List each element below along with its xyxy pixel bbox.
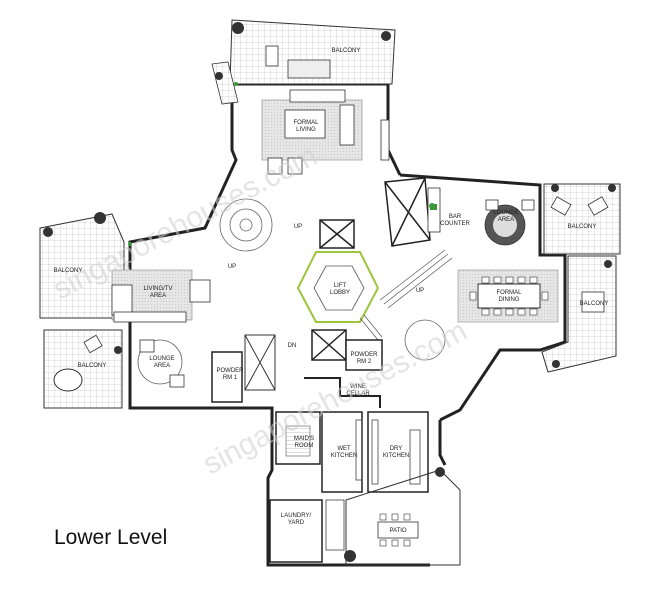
label-lounge-right-2: AREA — [498, 217, 514, 223]
lounge-area-left: LOUNGE AREA — [137, 339, 185, 388]
label-lift-lobby-1: LIFT — [334, 283, 347, 289]
label-bar-counter-2: COUNTER — [440, 221, 470, 227]
formal-dining: FORMAL DINING — [457, 269, 559, 323]
round-table-right — [404, 319, 446, 361]
label-lounge-left-2: AREA — [154, 363, 170, 369]
label-lounge-left-1: LOUNGE — [149, 356, 174, 362]
powder-room-2: POWDER RM 2 — [345, 339, 383, 371]
wine-cellar: WINE CELLAR — [304, 377, 381, 408]
label-formal-living-2: LIVING — [296, 127, 316, 133]
marker-up-2: UP — [228, 264, 236, 270]
balcony-right: BALCONY — [541, 255, 617, 373]
label-powder-2-2: RM 2 — [357, 359, 372, 365]
label-balcony-right: BALCONY — [580, 301, 609, 307]
powder-room-1: POWDER RM 1 — [211, 351, 245, 403]
label-living-tv-1: LIVING/TV — [143, 286, 172, 292]
label-living-tv-2: AREA — [150, 293, 166, 299]
label-patio: PATIO — [389, 528, 406, 534]
label-bar-counter-1: BAR — [449, 214, 462, 220]
label-balcony-bottom-left: BALCONY — [78, 363, 107, 369]
label-powder-1-1: POWDER — [217, 368, 245, 374]
lift-shaft-bottom — [311, 329, 347, 361]
balcony-left: BALCONY — [39, 212, 125, 319]
balcony-top: BALCONY — [211, 19, 396, 105]
staircase — [359, 249, 453, 341]
foyer-circle — [219, 198, 273, 252]
label-maids-room-2: ROOM — [295, 443, 314, 449]
laundry-yard: LAUNDRY/ YARD — [269, 499, 345, 563]
formal-living: FORMAL LIVING — [261, 89, 390, 175]
patio: PATIO — [344, 467, 461, 566]
bar-counter: BAR COUNTER — [427, 187, 470, 233]
living-tv-area: LIVING/TV AREA — [111, 269, 211, 323]
lift-lobby: LIFT LOBBY — [296, 251, 380, 323]
label-balcony-left: BALCONY — [54, 268, 83, 274]
label-balcony-top: BALCONY — [332, 48, 361, 54]
plants — [128, 82, 435, 246]
marker-up-3: UP — [416, 288, 424, 294]
label-formal-dining-2: DINING — [499, 297, 520, 303]
label-wine-cellar-1: WINE — [350, 384, 366, 390]
label-wet-kitchen-1: WET — [337, 446, 351, 452]
label-laundry-1: LAUNDRY/ — [281, 513, 312, 519]
label-wet-kitchen-2: KITCHEN — [331, 453, 357, 459]
label-dry-kitchen-2: KITCHEN — [383, 453, 409, 459]
label-maids-room-1: MAID'S — [294, 436, 314, 442]
label-lounge-right-1: LOUNGE — [493, 210, 518, 216]
label-wine-cellar-2: CELLAR — [346, 391, 370, 397]
marker-dn: DN — [288, 343, 297, 349]
lift-shaft-top — [319, 219, 355, 249]
maids-room: MAID'S ROOM — [275, 411, 321, 465]
label-formal-dining-1: FORMAL — [496, 290, 522, 296]
balcony-right-top: BALCONY — [543, 183, 621, 255]
lounge-area-right: LOUNGE AREA — [484, 199, 535, 246]
level-label: Lower Level — [54, 526, 168, 549]
label-powder-1-2: RM 1 — [223, 375, 238, 381]
label-lift-lobby-2: LOBBY — [330, 290, 350, 296]
label-balcony-right-top: BALCONY — [568, 224, 597, 230]
label-powder-2-1: POWDER — [351, 352, 379, 358]
service-shaft-left — [244, 334, 276, 391]
balcony-bottom-left: BALCONY — [43, 329, 123, 409]
label-formal-living-1: FORMAL — [293, 120, 319, 126]
dry-kitchen: DRY KITCHEN — [367, 411, 429, 493]
label-laundry-2: YARD — [288, 520, 305, 526]
marker-up-1: UP — [294, 224, 302, 230]
service-shaft-right — [384, 177, 431, 247]
wet-kitchen: WET KITCHEN — [321, 411, 363, 493]
label-dry-kitchen-1: DRY — [390, 446, 403, 452]
